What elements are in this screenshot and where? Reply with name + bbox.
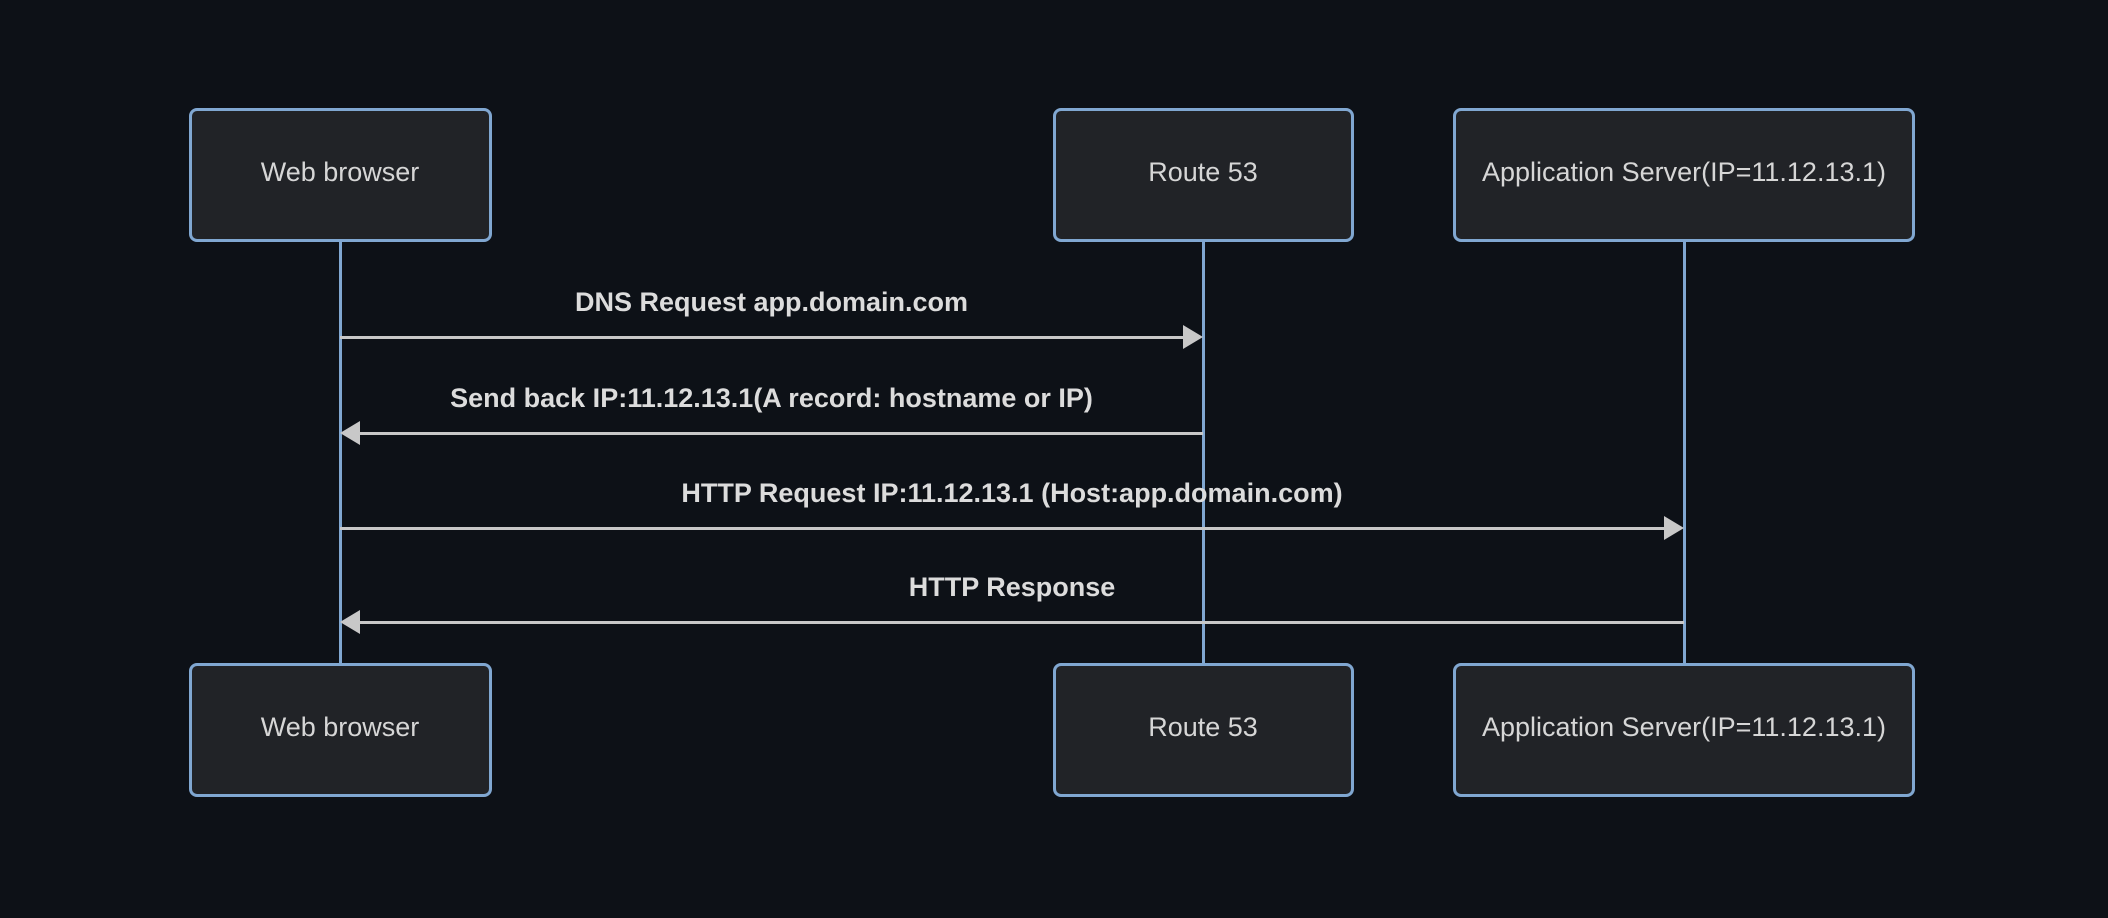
actor-label-web-browser: Web browser [260, 156, 420, 187]
message-line-0 [340, 336, 1185, 339]
actor-box-bottom-route-53: Route 53 [1052, 663, 1354, 797]
message-line-2 [340, 527, 1666, 530]
message-line-3 [358, 621, 1684, 624]
message-arrowhead-0 [1183, 325, 1203, 349]
lifeline-application-server [1682, 240, 1686, 665]
actor-label-route-53: Route 53 [1148, 156, 1258, 187]
actor-label-route-53: Route 53 [1148, 711, 1258, 742]
actor-label-application-server: Application Server(IP=11.12.13.1) [1482, 156, 1886, 187]
actor-box-bottom-application-server: Application Server(IP=11.12.13.1) [1453, 663, 1915, 797]
actor-box-top-route-53: Route 53 [1052, 108, 1354, 242]
message-label-1: Send back IP:11.12.13.1(A record: hostna… [450, 383, 1093, 413]
actor-label-web-browser: Web browser [260, 711, 420, 742]
message-arrowhead-3 [340, 610, 360, 634]
message-arrowhead-1 [340, 421, 360, 445]
actor-label-application-server: Application Server(IP=11.12.13.1) [1482, 711, 1886, 742]
message-line-1 [358, 432, 1203, 435]
lifeline-web-browser [338, 240, 342, 665]
actor-box-bottom-web-browser: Web browser [188, 663, 492, 797]
message-label-3: HTTP Response [908, 572, 1116, 602]
lifeline-route-53 [1201, 240, 1205, 665]
message-arrowhead-2 [1664, 516, 1684, 540]
message-label-0: DNS Request app.domain.com [574, 287, 969, 317]
actor-box-top-web-browser: Web browser [188, 108, 492, 242]
actor-box-top-application-server: Application Server(IP=11.12.13.1) [1453, 108, 1915, 242]
message-label-2: HTTP Request IP:11.12.13.1 (Host:app.dom… [681, 478, 1343, 508]
